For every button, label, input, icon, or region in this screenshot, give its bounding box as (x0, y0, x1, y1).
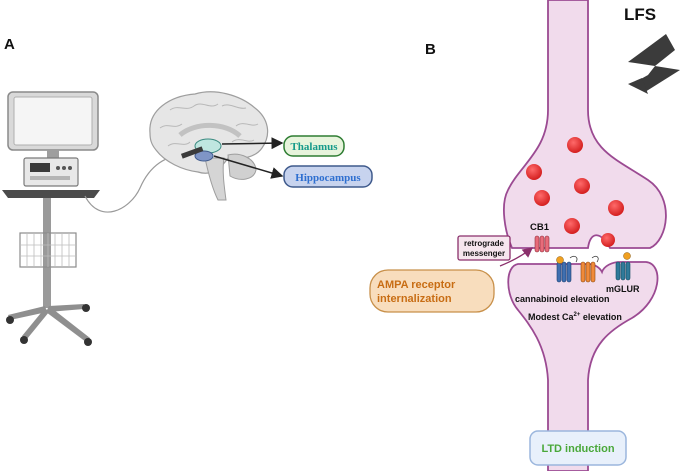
thalamus-label-box (283, 135, 345, 157)
nmda-receptor (580, 255, 599, 283)
vesicle (564, 218, 580, 234)
hippocampus-label-box (283, 165, 373, 188)
thalamus-label: Thalamus (290, 141, 338, 153)
presynaptic-terminal (503, 0, 667, 249)
calcium-label: Modest Ca2+ elevation (528, 312, 622, 322)
recording-cart (2, 91, 100, 346)
hippocampus-region (194, 150, 214, 162)
ampa-receptor (556, 255, 578, 283)
vesicle-cluster (526, 137, 624, 247)
ampa-label-line1: AMPA receptor (377, 279, 456, 291)
ltd-label: LTD induction (541, 443, 614, 455)
electrode (180, 146, 204, 159)
retrograde-label-line1: retrograde (464, 239, 505, 248)
ltd-induction-box (529, 430, 627, 466)
panel-a-label: A (4, 36, 15, 53)
cannabinoid-label: cannabinoid elevation (515, 294, 610, 304)
hippocampus-arrow (213, 155, 284, 179)
vesicle (526, 164, 542, 180)
ampa-internalization-box (369, 269, 495, 313)
mglur-receptor (615, 252, 631, 281)
vesicle (534, 190, 550, 206)
hippocampus-label: Hippocampus (295, 172, 361, 184)
retrograde-label-line2: messenger (463, 249, 505, 258)
vesicle (601, 233, 615, 247)
vesicle (567, 137, 583, 153)
vesicle (608, 200, 624, 216)
ampa-label-line2: internalization (377, 293, 452, 305)
retrograde-messenger-box (457, 235, 511, 261)
monitor-screen (13, 96, 93, 146)
cb1-receptor (534, 235, 550, 253)
panel-b-label: B (425, 41, 436, 58)
postsynaptic-terminal (507, 261, 659, 471)
lfs-label: LFS (624, 5, 656, 24)
lightning-bolt-icon (628, 34, 680, 94)
cb1-label: CB1 (530, 222, 550, 233)
vesicle (574, 178, 590, 194)
brain-illustration (149, 91, 269, 201)
thalamus-arrow (221, 137, 284, 150)
mglur-label: mGLUR (606, 284, 640, 294)
retrograde-arrow (499, 247, 534, 267)
